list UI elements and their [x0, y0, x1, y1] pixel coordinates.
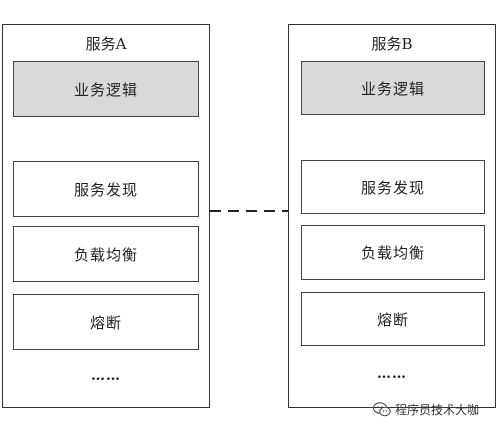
watermark: 程序员技术大咖	[373, 398, 497, 420]
service-a-title: 服务A	[85, 35, 127, 53]
watermark-text: 程序员技术大咖	[395, 402, 480, 417]
wechat-icon	[373, 401, 391, 416]
service-a-box: 服务A 业务逻辑 服务发现 负载均衡 熔断 ……	[2, 24, 210, 408]
service-a-ellipsis: ……	[91, 368, 121, 384]
service-b-ellipsis: ……	[377, 366, 407, 382]
service-b-circuit-breaker: 熔断	[301, 292, 485, 346]
service-b-load-balancing: 负载均衡	[301, 225, 485, 280]
service-a-load-balancing: 负载均衡	[13, 226, 199, 282]
service-b-service-discovery: 服务发现	[301, 160, 485, 214]
service-a-business-logic: 业务逻辑	[13, 61, 199, 117]
service-a-service-discovery: 服务发现	[13, 161, 199, 217]
service-b-title: 服务B	[371, 35, 413, 53]
service-a-circuit-breaker: 熔断	[13, 294, 199, 350]
service-b-box: 服务B 业务逻辑 服务发现 负载均衡 熔断 ……	[288, 24, 496, 408]
dashed-connector	[210, 210, 288, 212]
service-b-business-logic: 业务逻辑	[301, 61, 485, 115]
